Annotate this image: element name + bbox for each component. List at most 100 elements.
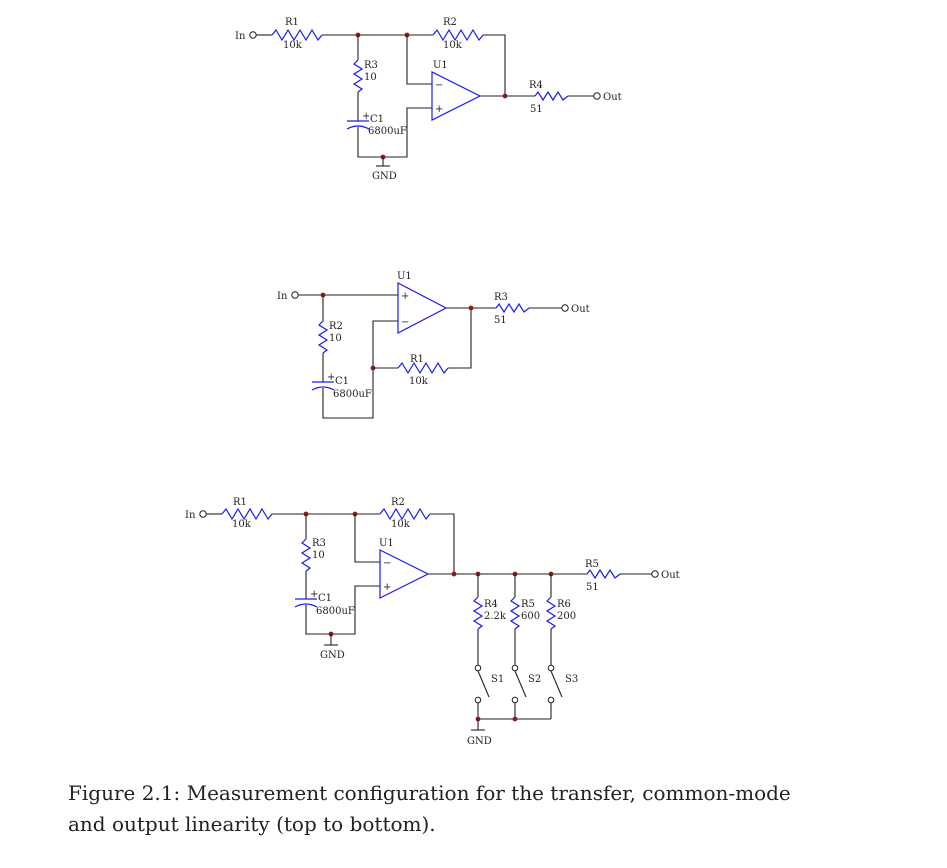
input-terminal[interactable]: [199, 510, 207, 518]
s2-label: S2: [528, 674, 541, 685]
c1-name: C1: [370, 114, 384, 125]
r4-name: R4: [484, 599, 498, 610]
c1-polarity: +: [362, 111, 370, 122]
switch-s1-contact[interactable]: [474, 696, 482, 704]
u1-name: U1: [433, 60, 448, 71]
opamp-u1: [397, 282, 448, 334]
junction-dot: [512, 716, 518, 722]
c1-value: 6800uF: [316, 606, 355, 617]
r3-name: R3: [312, 538, 326, 549]
c1-name: C1: [318, 593, 332, 604]
r3-name: R3: [364, 60, 378, 71]
junction-dot: [468, 305, 474, 311]
r3-value: 51: [494, 315, 507, 326]
r3-value: 10: [312, 550, 325, 561]
output-terminal[interactable]: [561, 304, 569, 312]
circuit-linearity: In R1 10k R2 10k R3 10 + C1 6800uF GND −…: [185, 497, 680, 747]
resistor-r5: [586, 568, 621, 580]
switch-s1-blade[interactable]: [477, 670, 490, 698]
input-terminal[interactable]: [249, 31, 257, 39]
output-terminal[interactable]: [651, 570, 659, 578]
wire: [354, 514, 380, 563]
gnd-label: GND: [372, 171, 397, 182]
c1-name: C1: [335, 376, 349, 387]
resistor-r4: [472, 596, 484, 630]
r5-value: 51: [586, 582, 599, 593]
r5b-name: R5: [521, 599, 535, 610]
output-label: Out: [661, 570, 680, 581]
resistor-r2: [379, 507, 431, 521]
capacitor-c1-plate: [294, 603, 318, 608]
switch-s2-blade[interactable]: [514, 670, 527, 698]
input-terminal[interactable]: [291, 291, 299, 299]
r5b-value: 600: [521, 611, 540, 622]
switch-s3-blade[interactable]: [550, 670, 563, 698]
r2-name: R2: [391, 497, 405, 508]
wire: [305, 585, 380, 635]
wire: [357, 107, 432, 158]
resistor-r2: [317, 320, 329, 354]
gnd-label: GND: [467, 736, 492, 747]
resistor-r3: [352, 59, 364, 93]
resistor-r3: [300, 538, 312, 572]
wire: [483, 34, 506, 96]
r3-name: R3: [494, 292, 508, 303]
switch-s2-contact[interactable]: [511, 696, 519, 704]
output-label: Out: [571, 304, 590, 315]
wire: [322, 320, 398, 419]
r4-value: 51: [530, 104, 543, 115]
input-label: In: [235, 31, 246, 42]
switch-s1-contact[interactable]: [474, 664, 482, 672]
resistor-r4: [534, 90, 569, 102]
r2-value: 10k: [443, 40, 463, 51]
r1-value: 10k: [409, 376, 429, 387]
switch-s3-contact[interactable]: [547, 696, 555, 704]
r4-value: 2.2k: [484, 611, 507, 622]
resistor-r1: [221, 507, 273, 521]
wire: [448, 308, 472, 369]
figure-caption: Figure 2.1: Measurement configuration fo…: [68, 781, 791, 836]
resistor-r6: [545, 596, 557, 630]
c1-polarity: +: [310, 589, 318, 600]
junction-dot: [502, 93, 508, 99]
u1-minus: −: [401, 317, 409, 328]
c1-polarity: +: [327, 372, 335, 383]
r1-value: 10k: [283, 40, 303, 51]
u1-plus: +: [383, 582, 391, 593]
r2-name: R2: [329, 321, 343, 332]
s3-label: S3: [565, 674, 578, 685]
c1-value: 6800uF: [333, 389, 372, 400]
u1-minus: −: [435, 80, 443, 91]
opamp-u1: [431, 71, 482, 121]
resistor-r1: [271, 28, 323, 42]
resistor-r3: [495, 302, 530, 314]
u1-name: U1: [397, 271, 412, 282]
r6-value: 200: [557, 611, 576, 622]
gnd-label: GND: [320, 650, 345, 661]
r1-name: R1: [410, 354, 424, 365]
input-label: In: [277, 291, 288, 302]
output-terminal[interactable]: [593, 92, 601, 100]
u1-plus: +: [435, 104, 443, 115]
s1-label: S1: [491, 674, 504, 685]
switch-s3-contact[interactable]: [547, 664, 555, 672]
r2-value: 10k: [391, 519, 411, 530]
u1-plus: +: [401, 291, 409, 302]
r2-value: 10: [329, 333, 342, 344]
r1-name: R1: [285, 17, 299, 28]
circuit-transfer: In R1 10k R2 10k R3 10 + C1 6800uF GND −…: [235, 17, 622, 182]
schematic-figure: In R1 10k R2 10k R3 10 + C1 6800uF GND −…: [185, 17, 680, 747]
r4-name: R4: [529, 80, 543, 91]
resistor-r1: [397, 361, 449, 375]
resistor-r5-load: [509, 596, 521, 630]
circuit-common-mode: In R2 10 + C1 6800uF R1 10k + − U1 R3 51…: [277, 271, 590, 419]
r6-name: R6: [557, 599, 571, 610]
c1-value: 6800uF: [368, 126, 407, 137]
r5-name: R5: [585, 559, 599, 570]
capacitor-c1-plate: [346, 125, 370, 130]
junction-dot: [451, 571, 457, 577]
u1-minus: −: [383, 558, 391, 569]
capacitor-c1-plate: [311, 386, 335, 391]
wire: [430, 513, 455, 574]
switch-s2-contact[interactable]: [511, 664, 519, 672]
